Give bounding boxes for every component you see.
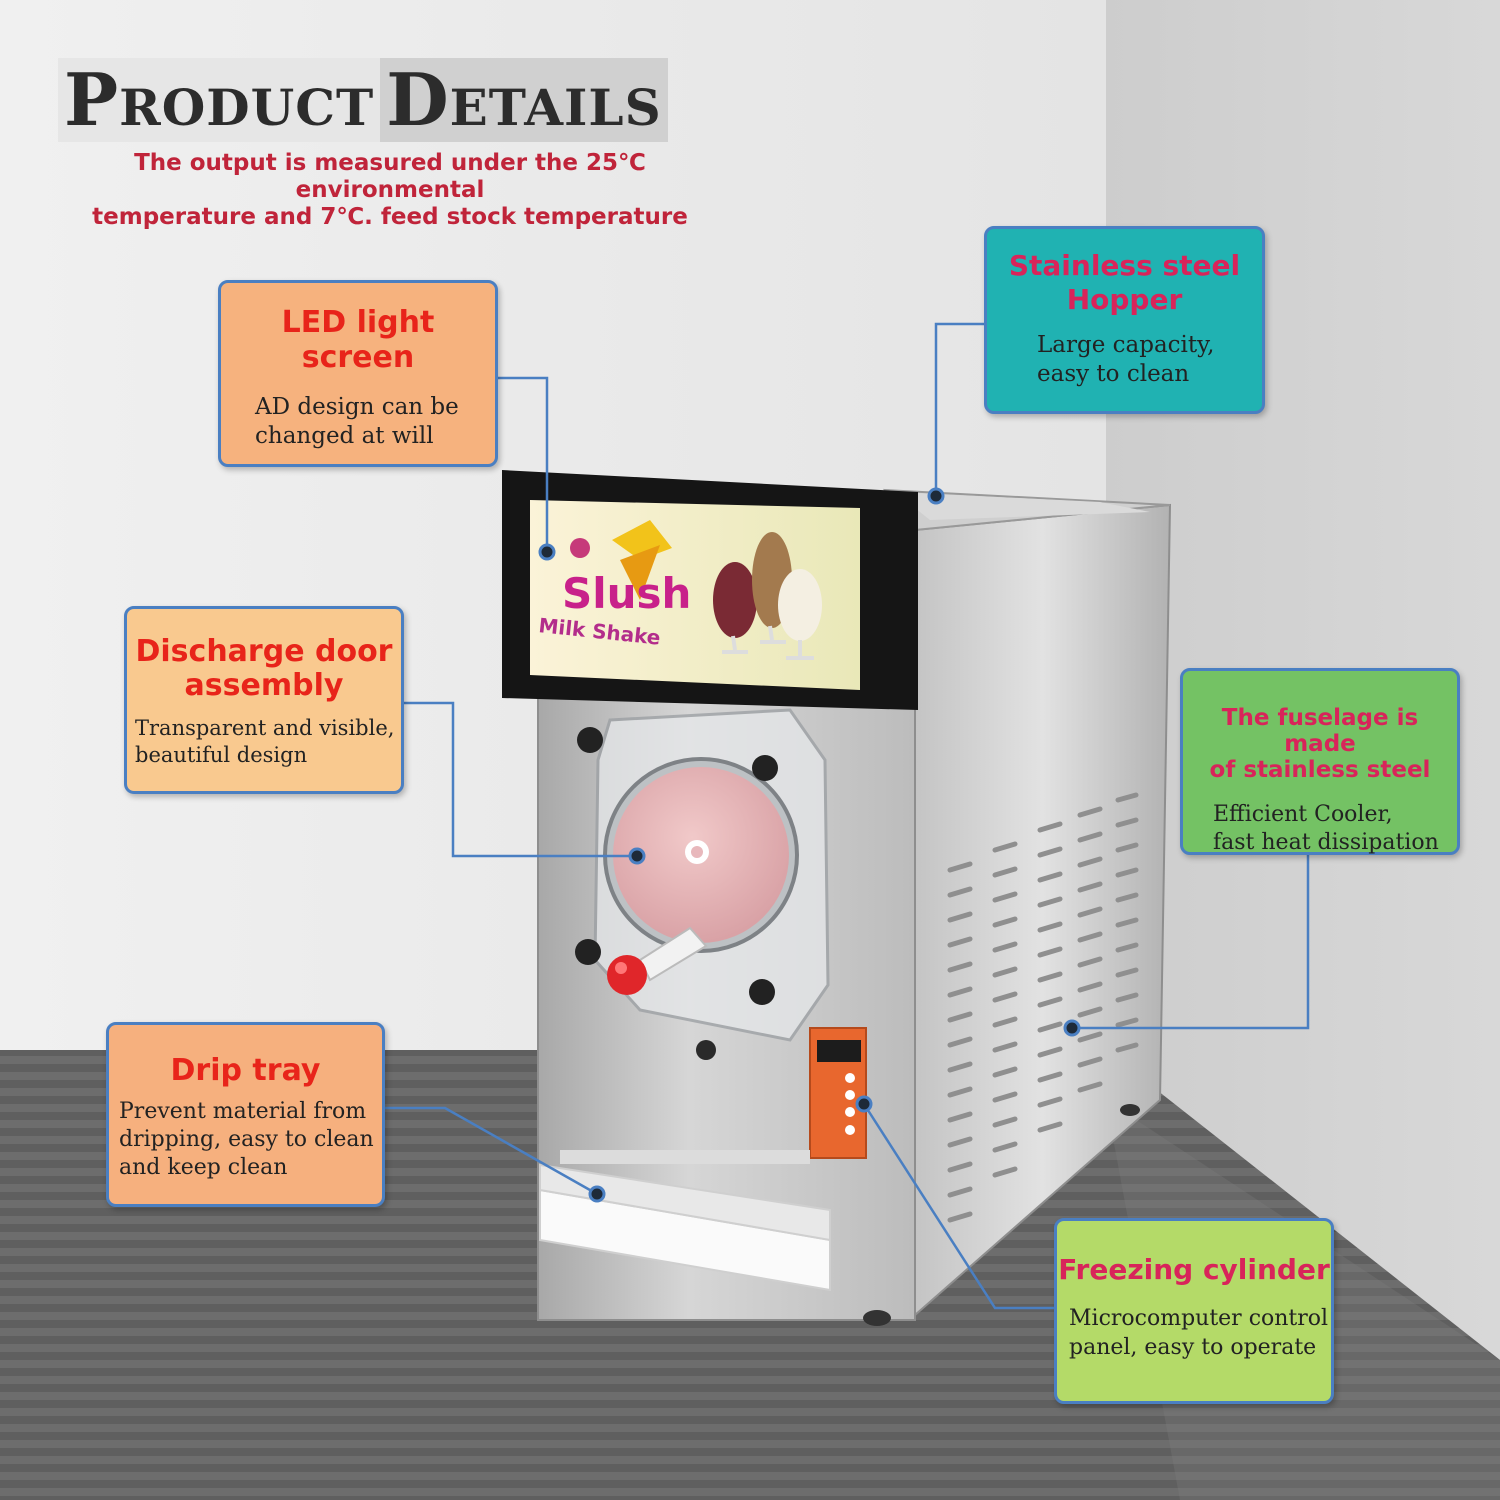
callout-led-line-1: AD design can be — [255, 394, 459, 420]
door-knobs — [575, 727, 778, 1005]
callout-drip-line-2: dripping, easy to clean — [119, 1127, 374, 1152]
callout-hopper-title-2: Hopper — [1066, 283, 1183, 316]
callout-hopper-body: Large capacity, easy to clean — [1037, 331, 1262, 389]
page-title-word-2: Details — [380, 58, 668, 142]
callout-hopper-line-1: Large capacity, — [1037, 332, 1215, 358]
leader-lines — [385, 322, 1310, 1310]
callout-led-title: LED light screen — [281, 305, 435, 375]
callout-hopper-line-2: easy to clean — [1037, 361, 1190, 387]
callout-freezing-line-2: panel, easy to operate — [1069, 1335, 1317, 1360]
callout-fuselage-body: Efficient Cooler, fast heat dissipation — [1213, 801, 1457, 857]
page-title-word-1: Product — [58, 58, 381, 142]
callout-led-line-2: changed at will — [255, 423, 434, 449]
callout-discharge-title-2: assembly — [184, 668, 344, 703]
callout-drip-title: Drip tray — [170, 1053, 321, 1088]
callout-fuselage-line-1: Efficient Cooler, — [1213, 802, 1393, 827]
callout-discharge-title-1: Discharge door — [135, 634, 393, 669]
callout-discharge-title: Discharge door assembly — [127, 635, 401, 703]
callout-discharge-line-2: beautiful design — [135, 743, 308, 767]
vent-slots — [947, 792, 1139, 1223]
callout-freezing-cylinder: Freezing cylinder Microcomputer control … — [1054, 1218, 1334, 1404]
callout-hopper-title-1: Stainless steel — [1008, 249, 1241, 282]
callout-freezing-title: Freezing cylinder — [1058, 1253, 1330, 1286]
callout-drip-body: Prevent material from dripping, easy to … — [119, 1098, 382, 1182]
callout-fuselage-line-2: fast heat dissipation — [1213, 830, 1439, 855]
callout-freezing-line-1: Microcomputer control — [1069, 1306, 1329, 1331]
callout-discharge-body: Transparent and visible, beautiful desig… — [135, 715, 401, 769]
callout-hopper: Stainless steel Hopper Large capacity, e… — [984, 226, 1265, 414]
callout-drip-line-3: and keep clean — [119, 1155, 288, 1180]
callout-freezing-body: Microcomputer control panel, easy to ope… — [1069, 1304, 1331, 1362]
subtitle-line-2: temperature and 7℃. feed stock temperatu… — [92, 204, 688, 230]
callout-led-screen: LED light screen AD design can be change… — [218, 280, 498, 467]
callout-drip-line-1: Prevent material from — [119, 1099, 367, 1124]
subtitle-line-1: The output is measured under the 25℃ env… — [134, 150, 646, 203]
callout-discharge-door: Discharge door assembly Transparent and … — [124, 606, 404, 794]
callout-fuselage: The fuselage is made of stainless steel … — [1180, 668, 1460, 855]
screen-brand-text: Slush — [562, 569, 691, 618]
callout-fuselage-title: The fuselage is made of stainless steel — [1183, 705, 1457, 783]
callout-led-body: AD design can be changed at will — [255, 393, 495, 451]
callout-discharge-line-1: Transparent and visible, — [135, 716, 395, 740]
callout-drip-tray: Drip tray Prevent material from dripping… — [106, 1022, 385, 1207]
anchor-dots — [538, 487, 1081, 1203]
callout-hopper-title: Stainless steel Hopper — [987, 249, 1262, 317]
subtitle: The output is measured under the 25℃ env… — [40, 150, 740, 231]
callout-fuselage-title-2: of stainless steel — [1209, 757, 1431, 783]
callout-fuselage-title-1: The fuselage is made — [1221, 705, 1419, 757]
title-block: Product Details — [58, 58, 668, 142]
